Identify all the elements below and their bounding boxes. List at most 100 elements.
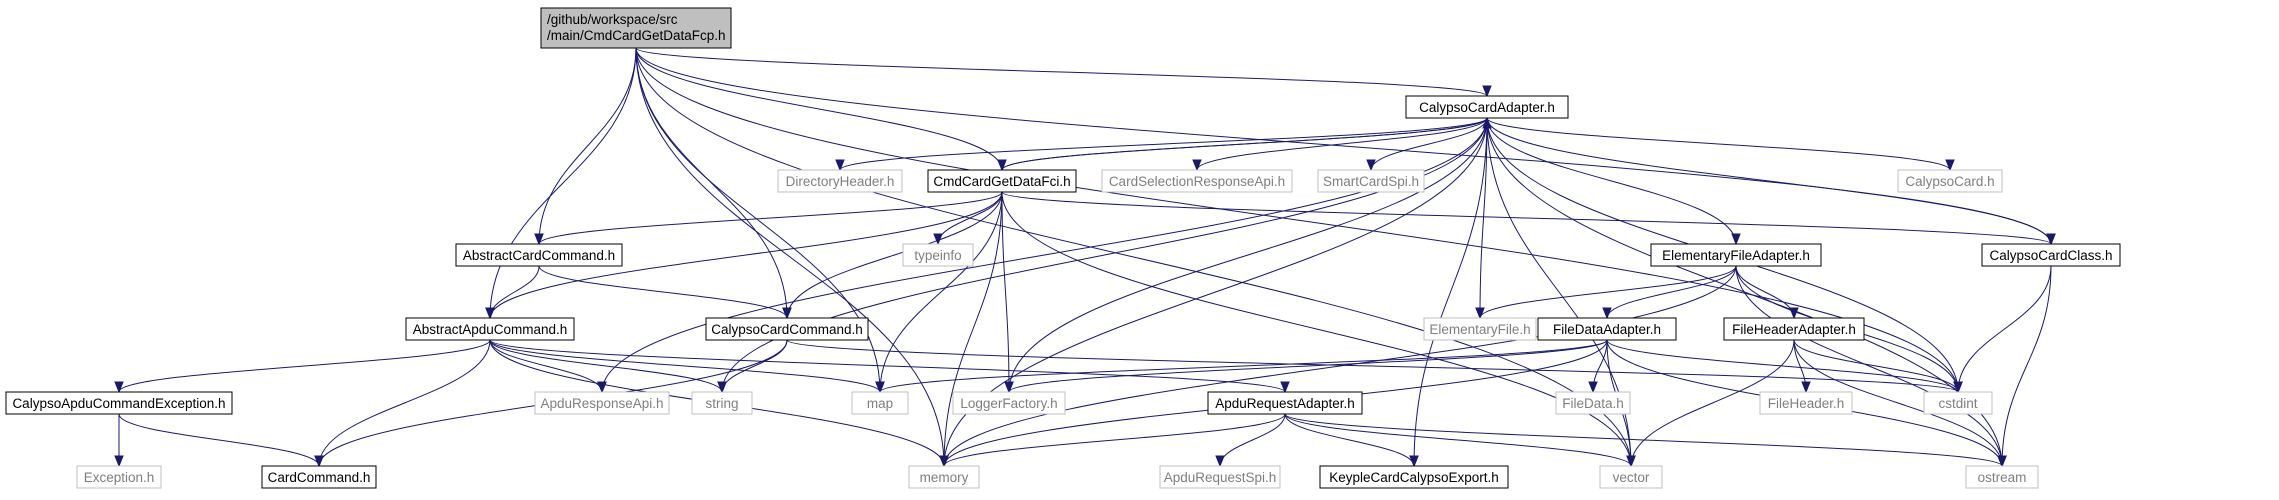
node-file-data: FileData.h (1555, 391, 1631, 415)
edge-apdu-request-adapter-to-ostream (1284, 413, 2007, 468)
node-string: string (691, 391, 753, 415)
node-label: CalypsoCardCommand.h (711, 322, 863, 337)
nodes-layer: /github/workspace/src/main/CmdCardGetDat… (5, 7, 2121, 489)
node-label: ElementaryFileAdapter.h (1662, 248, 1810, 263)
node-cmd-card-get-data-fci[interactable]: CmdCardGetDataFci.h (927, 169, 1077, 193)
node-label: ApduResponseApi.h (540, 396, 663, 411)
node-logger-factory: LoggerFactory.h (952, 391, 1066, 415)
edge-root-to-calypso-card-command (635, 47, 792, 320)
node-label: CalypsoCardClass.h (1989, 248, 2112, 263)
node-label: ApduRequestAdapter.h (1215, 396, 1355, 411)
node-label: SmartCardSpi.h (1323, 174, 1419, 189)
edge-calypso-card-adapter-to-string (717, 117, 1488, 394)
node-apdu-request-adapter[interactable]: ApduRequestAdapter.h (1207, 391, 1363, 415)
edge-calypso-card-adapter-to-smart-card-spi (1366, 117, 1488, 172)
node-elementary-file-adapter[interactable]: ElementaryFileAdapter.h (1650, 243, 1822, 267)
node-label: CardCommand.h (268, 470, 371, 485)
node-abstract-card-command[interactable]: AbstractCardCommand.h (455, 243, 623, 267)
edge-abstract-apdu-command-to-card-command (314, 339, 491, 468)
edge-calypso-card-adapter-to-card-selection-response-api (1192, 117, 1488, 172)
node-label: AbstractApduCommand.h (413, 322, 568, 337)
node-root[interactable]: /github/workspace/src/main/CmdCardGetDat… (540, 7, 732, 49)
node-label: FileData.h (1562, 396, 1624, 411)
node-label: ApduRequestSpi.h (1164, 470, 1277, 485)
node-vector: vector (1599, 465, 1663, 489)
node-elementary-file: ElementaryFile.h (1423, 317, 1537, 341)
edge-file-header-adapter-to-cstdint (1793, 339, 1963, 394)
node-apdu-request-spi: ApduRequestSpi.h (1159, 465, 1281, 489)
edge-calypso-card-adapter-to-calypso-card (1486, 117, 1955, 172)
edge-apdu-request-adapter-to-apdu-request-spi (1215, 413, 1286, 468)
edge-calypso-card-command-to-string (717, 339, 788, 394)
node-memory: memory (908, 465, 980, 489)
edge-apdu-request-adapter-to-memory (939, 413, 1286, 468)
edge-root-to-calypso-card-adapter (635, 47, 1492, 98)
edge-root-to-abstract-card-command (534, 47, 637, 246)
node-file-header-adapter[interactable]: FileHeaderAdapter.h (1723, 317, 1865, 341)
edge-abstract-card-command-to-calypso-card-command (538, 265, 792, 320)
edge-calypso-card-adapter-to-elementary-file (1475, 117, 1488, 320)
node-label: ostream (1978, 470, 2027, 485)
node-label: DirectoryHeader.h (786, 174, 895, 189)
edge-calypso-card-class-to-cstdint (1953, 265, 2052, 394)
node-label: cstdint (1938, 396, 1977, 411)
node-card-selection-response-api: CardSelectionResponseApi.h (1101, 169, 1293, 193)
node-calypso-card-command[interactable]: CalypsoCardCommand.h (705, 317, 869, 341)
node-label: /main/CmdCardGetDataFcp.h (547, 28, 726, 43)
node-file-header: FileHeader.h (1759, 391, 1853, 415)
node-map: map (851, 391, 909, 415)
node-label: string (705, 396, 738, 411)
node-calypso-card: CalypsoCard.h (1897, 169, 2003, 193)
edge-cmd-card-get-data-fci-to-abstract-card-command (534, 191, 1003, 246)
node-label: KeypleCardCalypsoExport.h (1329, 470, 1499, 485)
edge-file-data-adapter-to-logger-factory (1004, 339, 1608, 394)
edge-abstract-apdu-command-to-map (489, 339, 885, 394)
node-label: AbstractCardCommand.h (463, 248, 615, 263)
node-label: CmdCardGetDataFci.h (933, 174, 1070, 189)
node-label: vector (1613, 470, 1650, 485)
node-label: ElementaryFile.h (1429, 322, 1530, 337)
node-apdu-response-api: ApduResponseApi.h (534, 391, 670, 415)
node-label: Exception.h (84, 470, 155, 485)
edge-calypso-apdu-command-exception-to-exception (114, 413, 124, 468)
node-ostream: ostream (1965, 465, 2039, 489)
node-label: typeinfo (914, 248, 961, 263)
node-label: LoggerFactory.h (960, 396, 1057, 411)
node-abstract-apdu-command[interactable]: AbstractApduCommand.h (405, 317, 575, 341)
node-label: CalypsoCard.h (1905, 174, 1994, 189)
edge-file-data-adapter-to-map (875, 339, 1608, 394)
node-cstdint: cstdint (1923, 391, 1993, 415)
edge-cmd-card-get-data-fci-to-calypso-card-adapter (1001, 116, 1492, 171)
node-label: FileDataAdapter.h (1553, 322, 1661, 337)
edge-calypso-card-class-to-ostream (1997, 265, 2052, 468)
node-calypso-card-adapter[interactable]: CalypsoCardAdapter.h (1405, 95, 1569, 119)
node-calypso-apdu-command-exception[interactable]: CalypsoApduCommandException.h (5, 391, 233, 415)
node-label: FileHeaderAdapter.h (1732, 322, 1856, 337)
node-label: memory (920, 470, 969, 485)
node-label: CalypsoCardAdapter.h (1419, 100, 1555, 115)
node-card-command[interactable]: CardCommand.h (261, 465, 377, 489)
node-smart-card-spi: SmartCardSpi.h (1317, 169, 1425, 193)
edge-apdu-request-adapter-to-vector (1284, 413, 1636, 468)
edge-cmd-card-get-data-fci-to-map (875, 191, 1003, 394)
node-label: CardSelectionResponseApi.h (1109, 174, 1285, 189)
edge-elementary-file-adapter-to-memory (939, 265, 1737, 468)
edge-root-to-calypso-card-class (635, 47, 2056, 246)
edge-abstract-apdu-command-to-apdu-request-adapter (489, 339, 1290, 394)
edge-file-header-adapter-to-file-header (1793, 339, 1811, 394)
edge-calypso-card-adapter-to-directory-header (835, 117, 1488, 172)
node-typeinfo: typeinfo (902, 243, 974, 267)
edge-abstract-apdu-command-to-calypso-apdu-command-exception (114, 339, 491, 394)
edge-elementary-file-adapter-to-elementary-file (1475, 265, 1737, 320)
node-keyple-card-calypso-export[interactable]: KeypleCardCalypsoExport.h (1319, 465, 1509, 489)
node-label: CalypsoApduCommandException.h (12, 396, 225, 411)
edge-apdu-request-adapter-to-keyple-card-calypso-export (1284, 413, 1419, 468)
edge-elementary-file-adapter-to-file-data-adapter (1602, 265, 1737, 320)
edge-cmd-card-get-data-fci-to-calypso-card-class (1001, 191, 2056, 246)
edge-calypso-card-adapter-to-logger-factory (1004, 117, 1488, 394)
edge-root-to-cmd-card-get-data-fci (635, 47, 1007, 172)
node-calypso-card-class[interactable]: CalypsoCardClass.h (1981, 243, 2121, 267)
edge-cmd-card-get-data-fci-to-logger-factory (1001, 191, 1014, 394)
node-file-data-adapter[interactable]: FileDataAdapter.h (1537, 317, 1677, 341)
